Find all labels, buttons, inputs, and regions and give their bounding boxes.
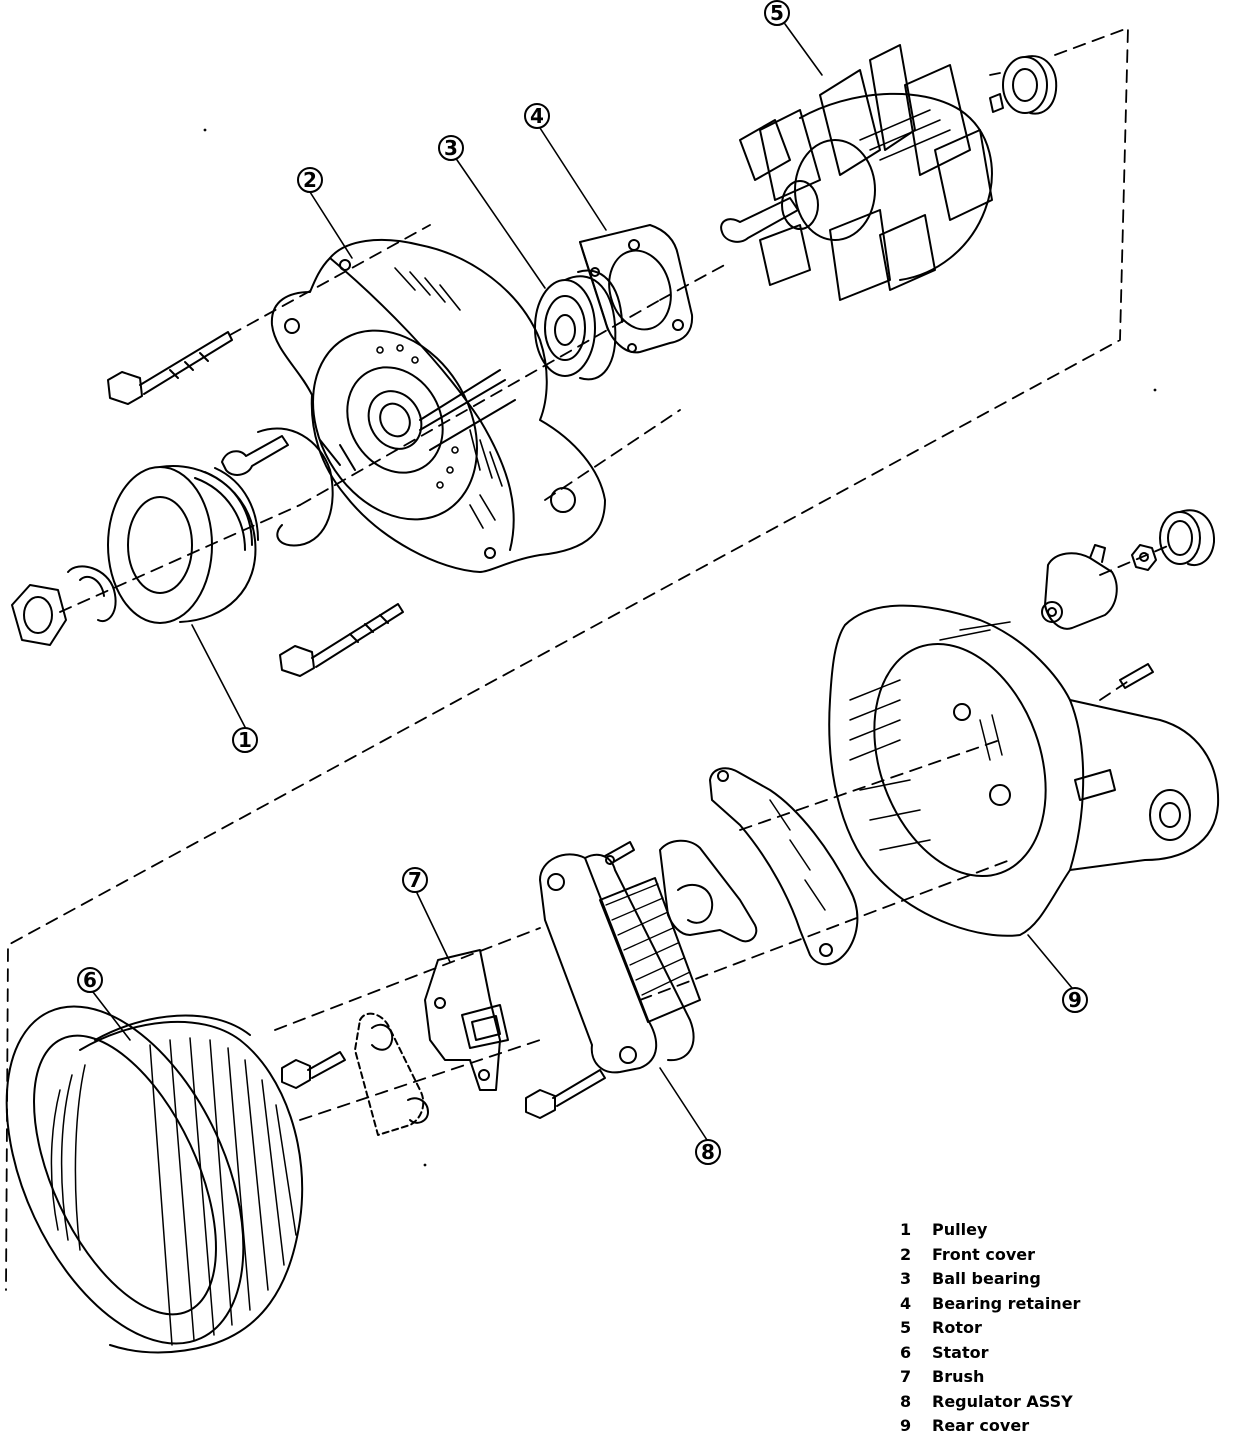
callout-9: 9: [1062, 987, 1088, 1013]
legend-number: 9: [900, 1416, 912, 1435]
legend-label: Rear cover: [932, 1416, 1030, 1435]
legend-number: 4: [900, 1293, 912, 1313]
rotor-part: [720, 44, 1058, 301]
legend-item: 4 Bearing retainer: [900, 1292, 1230, 1317]
brush-part: [354, 949, 509, 1136]
legend-item: 8 Regulator ASSY: [900, 1390, 1230, 1415]
stator-part: [5, 1005, 304, 1354]
svg-text:5: 5: [770, 1, 784, 25]
svg-text:4: 4: [530, 104, 544, 128]
callout-3: 3: [438, 135, 464, 161]
legend-label: Regulator ASSY: [932, 1391, 1073, 1411]
callout-2: 2: [297, 167, 323, 193]
legend-label: Bearing retainer: [932, 1293, 1081, 1313]
callout-1: 1: [232, 727, 258, 753]
legend-number: 6: [900, 1342, 912, 1362]
callouts: 1 2 3 4 5 6 7 8 9: [77, 0, 1088, 1165]
callout-6: 6: [77, 967, 103, 993]
svg-text:3: 3: [444, 136, 458, 160]
legend-number: 1: [900, 1220, 912, 1239]
legend-item: 7 Brush: [900, 1365, 1230, 1390]
stray-dots: [203, 128, 1157, 1167]
svg-text:1: 1: [238, 728, 252, 752]
legend-number: 3: [900, 1269, 912, 1288]
callout-4: 4: [524, 103, 550, 129]
legend-label: Brush: [932, 1367, 985, 1386]
svg-text:2: 2: [303, 168, 317, 192]
legend-number: 5: [900, 1318, 912, 1337]
pulley-part: [11, 465, 259, 646]
callout-7: 7: [402, 867, 428, 893]
svg-text:8: 8: [701, 1140, 715, 1164]
svg-text:6: 6: [83, 968, 97, 992]
leader-lines: [92, 23, 1073, 1141]
ball-bearing-part: [534, 269, 623, 381]
svg-text:7: 7: [408, 868, 422, 892]
callout-8: 8: [695, 1139, 721, 1165]
callout-5: 5: [764, 0, 790, 26]
svg-text:9: 9: [1068, 988, 1082, 1012]
rear-cover-part: [709, 604, 1220, 966]
front-bolts: [107, 331, 404, 677]
legend-item: 3 Ball bearing: [900, 1267, 1230, 1292]
assembly-dashed-lines: [5, 27, 1171, 1291]
regulator-part: [539, 839, 758, 1074]
legend-item: 2 Front cover: [900, 1243, 1230, 1268]
legend-label: Ball bearing: [932, 1269, 1041, 1288]
legend-number: 2: [900, 1244, 912, 1264]
legend-number: 8: [900, 1391, 912, 1411]
legend-item: 9 Rear cover: [900, 1414, 1230, 1439]
legend-item: 6 Stator: [900, 1341, 1230, 1366]
legend-item: 1 Pulley: [900, 1218, 1230, 1243]
legend-label: Front cover: [932, 1244, 1036, 1264]
parts-legend: 1 Pulley 2 Front cover 3 Ball bearing 4 Bear…: [900, 1218, 1230, 1439]
front-cover-part: [270, 238, 606, 573]
terminal-parts: [1041, 509, 1216, 689]
legend-label: Rotor: [932, 1318, 982, 1337]
legend-item: 5 Rotor: [900, 1316, 1230, 1341]
legend-label: Pulley: [932, 1220, 988, 1239]
legend-number: 7: [900, 1367, 912, 1386]
brush-screws: [281, 1051, 606, 1119]
legend-label: Stator: [932, 1342, 989, 1362]
bearing-retainer-part: [579, 224, 694, 354]
